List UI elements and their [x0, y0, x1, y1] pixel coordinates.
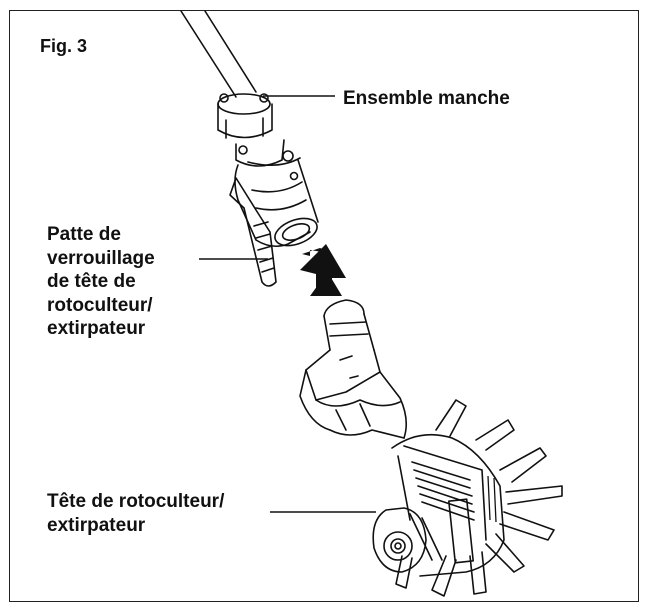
lock-tab-callout-line: Patte de	[47, 224, 121, 245]
tiller-head-callout-line: extirpateur	[47, 514, 146, 536]
tiller-head-callout-line: Tête de rotoculteur/	[47, 491, 225, 512]
callout-leaders	[199, 95, 376, 513]
handle-coupling	[217, 93, 294, 167]
tiller-head-body	[391, 433, 505, 577]
lock-tab-callout-line: extirpateur	[47, 318, 146, 340]
tiller-tines	[395, 399, 563, 597]
figure-frame	[9, 10, 639, 602]
tiller-head-callout: Tête de rotoculteur/ extirpateur	[47, 490, 224, 537]
tiller-neck	[299, 299, 408, 439]
handle-assembly-callout: Ensemble manche	[343, 88, 510, 109]
lock-tab-callout: Patte de verrouillage de tête de rotocul…	[47, 223, 267, 341]
coupling-housing	[234, 157, 319, 248]
figure-label: Fig. 3	[40, 36, 88, 56]
lock-tab-callout-line: rotoculteur/	[47, 294, 153, 316]
lock-tab-callout-line: de tête de	[47, 271, 136, 293]
handle-shaft	[180, 10, 257, 98]
tiller-hub	[372, 507, 443, 573]
brand-mark	[487, 475, 497, 523]
up-arrow-icon	[300, 244, 346, 296]
lock-tab	[229, 177, 277, 287]
lock-tab-callout-line: verrouillage	[47, 247, 155, 269]
